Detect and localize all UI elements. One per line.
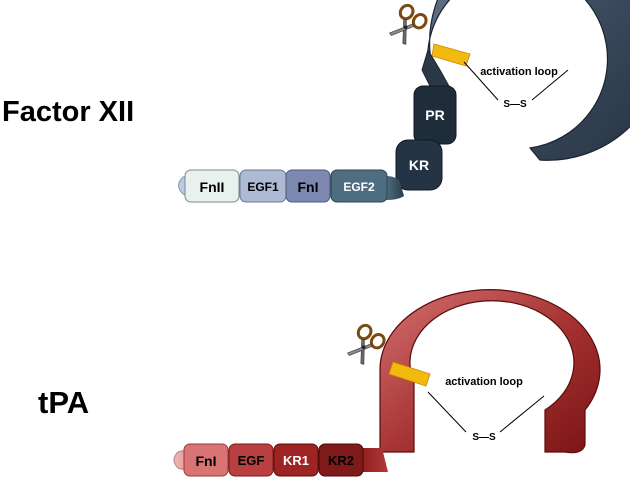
- fxii-domain-pr-label: PR: [425, 107, 444, 123]
- fxii-cleavage-site: [431, 43, 471, 67]
- fxii-domain-kr: [395, 139, 443, 191]
- tpa-domain-egf: [228, 443, 274, 477]
- tpa-diagram: FnI EGF KR1 KR2 Protease activation loop…: [173, 289, 601, 477]
- fxii-domain-egf2: [330, 169, 388, 203]
- fxii-domain-egf1-label: EGF1: [247, 180, 279, 194]
- tpa-domain-kr2: [318, 443, 364, 477]
- fxii-domain-fni: [285, 169, 331, 203]
- tpa-loop-line-left: [427, 391, 467, 433]
- fxii-protease-label: Protease: [493, 17, 556, 34]
- tpa-cleavage-site: [388, 361, 431, 387]
- tpa-protease-label: Protease: [450, 326, 513, 343]
- factor-xii-title: Factor XII: [2, 96, 135, 128]
- tpa-disulfide-label: S—S: [472, 432, 496, 443]
- fxii-loop-line-left: [463, 61, 499, 101]
- tpa-protease-domain: [379, 289, 601, 454]
- factor-xii-diagram: PR KR FnII EGF1 FnI EGF2 Protease activa…: [178, 0, 630, 203]
- tpa-domain-egf-label: EGF: [238, 453, 265, 468]
- tpa-domain-kr1: [273, 443, 319, 477]
- tpa-activation-loop-label: activation loop: [445, 376, 523, 388]
- tpa-domain-fni: [183, 443, 229, 477]
- tpa-domain-fni-label: FnI: [196, 453, 217, 469]
- fxii-disulfide-label: S—S: [503, 99, 527, 110]
- fxii-domain-fni-label: FnI: [298, 179, 319, 195]
- scissors-icon: [389, 3, 428, 45]
- fxii-loop-line-right: [531, 69, 569, 101]
- fxii-linker-lower: [386, 176, 404, 200]
- fxii-domain-egf2-label: EGF2: [343, 180, 375, 194]
- tpa-domain-kr1-label: KR1: [283, 453, 309, 468]
- fxii-activation-loop-label: activation loop: [480, 66, 558, 78]
- fxii-domain-fnii: [184, 169, 240, 203]
- scissors-icon: [347, 323, 386, 365]
- tpa-linker: [360, 448, 388, 472]
- fxii-protease-domain: [426, 0, 630, 161]
- tpa-domain-kr2-label: KR2: [328, 453, 354, 468]
- fxii-domain-fnii-label: FnII: [200, 179, 225, 195]
- fxii-domain-kr-label: KR: [409, 157, 429, 173]
- tpa-title: tPA: [38, 385, 90, 420]
- tpa-loop-line-right: [499, 395, 545, 433]
